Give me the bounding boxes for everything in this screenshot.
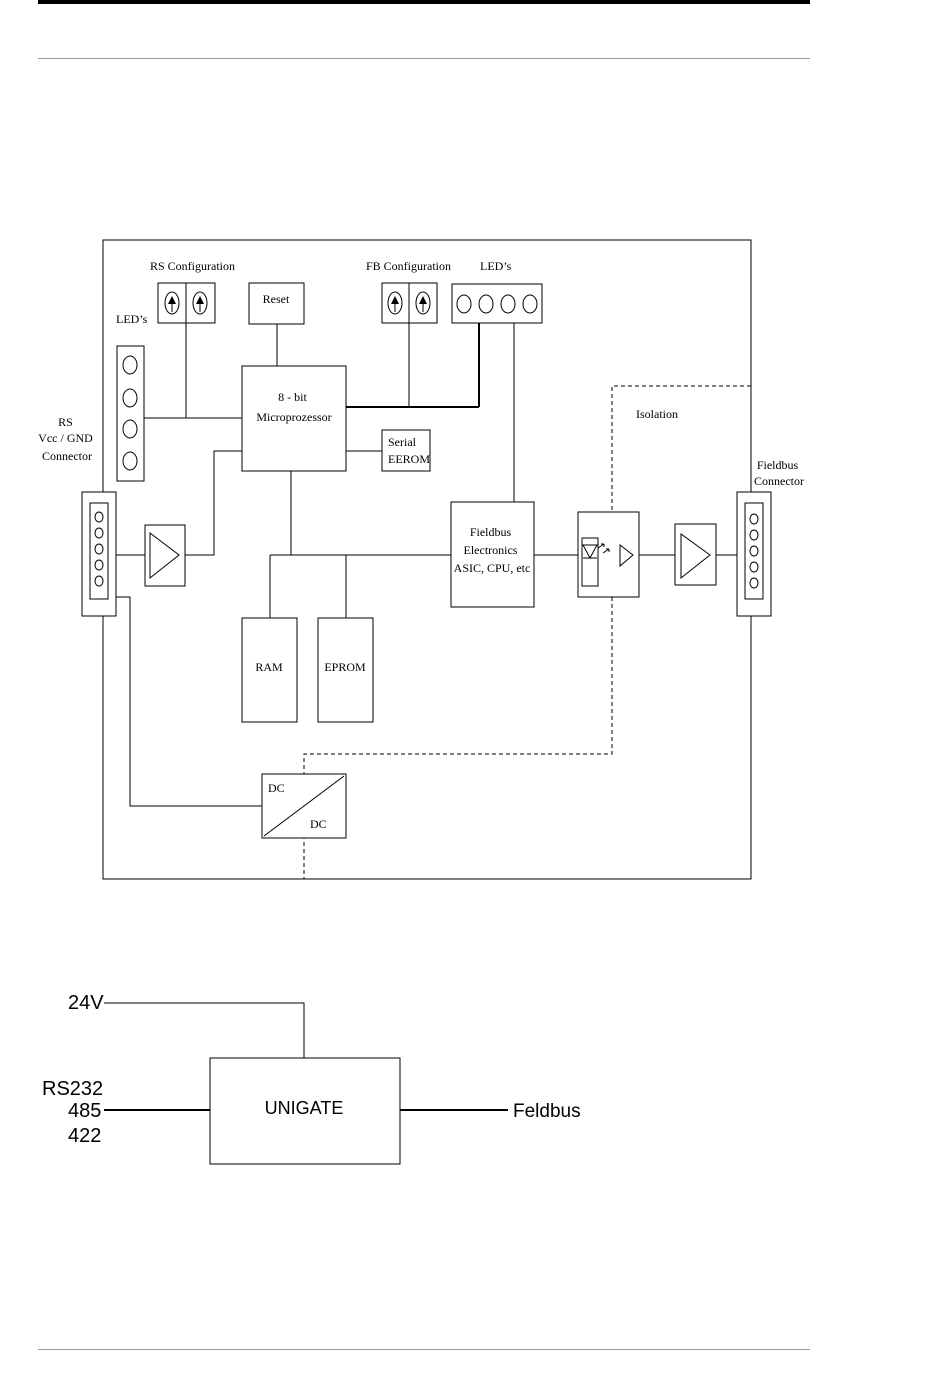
dc-output-label: DC bbox=[310, 817, 327, 831]
serial-line-485: 485 bbox=[68, 1100, 101, 1122]
ram: RAM bbox=[242, 618, 297, 722]
fb-configuration-switch[interactable] bbox=[382, 283, 437, 323]
microprocessor: 8 - bit Microprozessor bbox=[242, 366, 346, 471]
ram-label: RAM bbox=[255, 660, 283, 674]
rs-driver bbox=[145, 525, 185, 586]
fieldbus-connector-label: Fieldbus Connector bbox=[754, 458, 804, 488]
fieldbus-output-label: Feldbus bbox=[513, 1101, 581, 1122]
rs-configuration-switch[interactable] bbox=[158, 283, 215, 323]
dc-dc-converter: DC DC bbox=[262, 774, 346, 838]
module-frame bbox=[103, 240, 751, 879]
led-bank-rs bbox=[117, 346, 144, 481]
serial-eeprom-line-1: Serial bbox=[388, 435, 417, 449]
unigate-device: UNIGATE bbox=[210, 1058, 400, 1164]
eprom: EPROM bbox=[318, 618, 373, 722]
isolation-label: Isolation bbox=[636, 407, 678, 421]
leds-top-label: LED’s bbox=[480, 259, 512, 273]
fieldbus-electronics-line-2: Electronics bbox=[464, 543, 518, 557]
rs-configuration-label: RS Configuration bbox=[150, 259, 235, 273]
rs-connector bbox=[82, 492, 116, 616]
dc-input-label: DC bbox=[268, 781, 285, 795]
wiring bbox=[116, 323, 737, 806]
fieldbus-electronics-line-3: ASIC, CPU, etc bbox=[454, 561, 531, 575]
fieldbus-connector bbox=[737, 492, 771, 616]
led-bank-fieldbus bbox=[452, 284, 542, 323]
fieldbus-electronics-line-1: Fieldbus bbox=[470, 525, 512, 539]
fieldbus-connector-line-1: Fieldbus bbox=[757, 458, 799, 472]
fieldbus-driver bbox=[675, 524, 716, 585]
power-line bbox=[104, 1003, 304, 1058]
microprocessor-line-1: 8 - bit bbox=[278, 390, 307, 404]
serial-line-rs232: RS232 bbox=[42, 1078, 103, 1100]
fieldbus-connector-line-2: Connector bbox=[754, 474, 804, 488]
rs-connector-line-2: Vcc / GND bbox=[38, 431, 93, 445]
optocoupler bbox=[578, 512, 639, 597]
fb-configuration-label: FB Configuration bbox=[366, 259, 451, 273]
fieldbus-electronics: Fieldbus Electronics ASIC, CPU, etc bbox=[451, 502, 534, 607]
unigate-label: UNIGATE bbox=[265, 1098, 344, 1118]
eprom-label: EPROM bbox=[324, 660, 366, 674]
rs-connector-line-3: Connector bbox=[42, 449, 92, 463]
power-label: 24V bbox=[68, 992, 104, 1014]
serial-line-422: 422 bbox=[68, 1125, 101, 1147]
rs-connector-label: RS Vcc / GND Connector bbox=[38, 415, 96, 463]
serial-lines-label: RS232 485 422 bbox=[42, 1078, 109, 1147]
serial-eeprom: Serial EEROM bbox=[382, 430, 430, 471]
serial-eeprom-line-2: EEROM bbox=[388, 452, 430, 466]
reset-label: Reset bbox=[263, 292, 290, 306]
rs-connector-line-1: RS bbox=[58, 415, 73, 429]
microprocessor-line-2: Microprozessor bbox=[256, 410, 331, 424]
leds-left-label: LED’s bbox=[116, 312, 148, 326]
reset-button[interactable]: Reset bbox=[249, 283, 304, 324]
